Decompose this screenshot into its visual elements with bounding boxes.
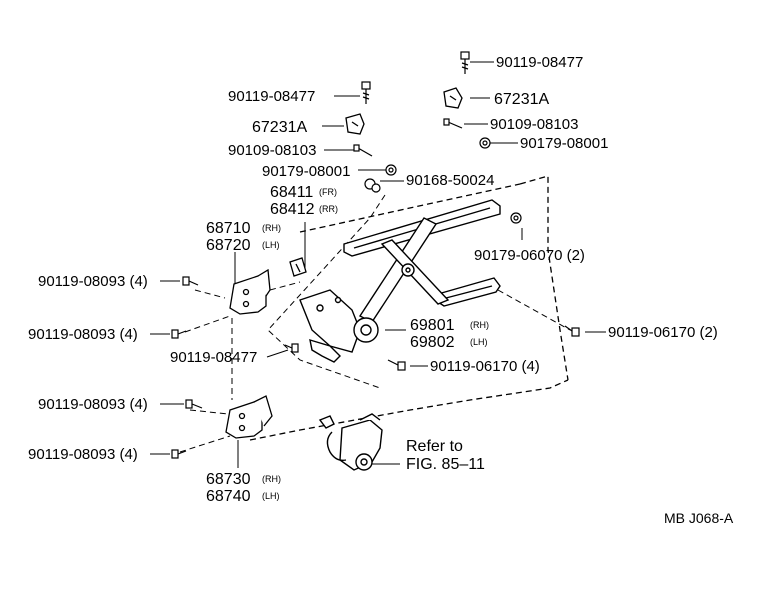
bolt-icon [284,343,299,353]
window-regulator [299,199,501,363]
nut-icon [510,212,522,224]
label-68720: 68720 [206,237,251,254]
label-90179-08001-left: 90179-08001 [262,163,350,180]
nut-icon [479,137,491,149]
clip-icon [364,178,381,193]
bolt-icon [361,81,371,104]
bolt-icon [460,51,470,74]
label-90179-08001-right: 90179-08001 [520,135,608,152]
label-68730: 68730 [206,471,251,488]
label-90119-08093-4: 90119-08093 (4) [28,446,138,463]
label-90109-08103-right: 90109-08103 [490,116,578,133]
label-68740-suffix: (LH) [262,491,280,501]
channel-clip [289,257,307,277]
door-outline [249,175,569,441]
label-69801: 69801 [410,317,455,334]
label-68411: 68411 [270,184,313,201]
label-90119-06170-right: 90119-06170 (2) [608,324,718,341]
regulator-motor [318,413,383,471]
check-bracket-left [345,113,365,135]
bolt-icon [171,449,187,459]
label-90119-08093-3: 90119-08093 (4) [38,396,148,413]
screw-icon [443,118,463,129]
check-bracket-right [443,87,463,109]
label-90168-50024: 90168-50024 [406,172,494,189]
hinge-upper [229,268,271,315]
label-68411-suffix: (FR) [319,187,337,197]
bolt-icon [185,399,203,409]
screw-icon [353,144,373,157]
label-68710-suffix: (RH) [262,223,281,233]
bolt-icon [564,325,580,337]
label-69801-suffix: (RH) [470,320,489,330]
label-68730-suffix: (RH) [262,474,281,484]
label-90119-08477-left: 90119-08477 [228,88,315,105]
bolt-icon [171,329,187,339]
label-69802: 69802 [410,334,455,351]
label-90179-06070: 90179-06070 (2) [474,247,585,264]
leader-lines [150,61,606,468]
label-90119-08477-top-right: 90119-08477 [496,54,583,71]
label-90109-08103-left: 90109-08103 [228,142,316,159]
dashed-guides [179,194,571,453]
label-90119-08477-center: 90119-08477 [170,349,257,366]
diagram-code: MB J068-A [664,510,734,526]
label-90119-08093-1: 90119-08093 (4) [38,273,148,290]
nut-icon [385,164,397,176]
label-fig-reference: FIG. 85–11 [406,456,485,473]
bolt-icon [182,276,199,286]
label-68720-suffix: (LH) [262,240,280,250]
label-90119-08093-2: 90119-08093 (4) [28,326,138,343]
label-69802-suffix: (LH) [470,337,488,347]
bolt-icon [387,359,406,371]
label-68710: 68710 [206,220,251,237]
label-67231A-right: 67231A [494,91,549,108]
label-90119-06170-center: 90119-06170 (4) [430,358,540,375]
hinge-lower [225,395,273,439]
label-67231A-left: 67231A [252,119,307,136]
label-refer-to: Refer to [406,438,463,455]
label-68412: 68412 [270,201,315,218]
label-68740: 68740 [206,488,251,505]
label-68412-suffix: (RR) [319,204,338,214]
